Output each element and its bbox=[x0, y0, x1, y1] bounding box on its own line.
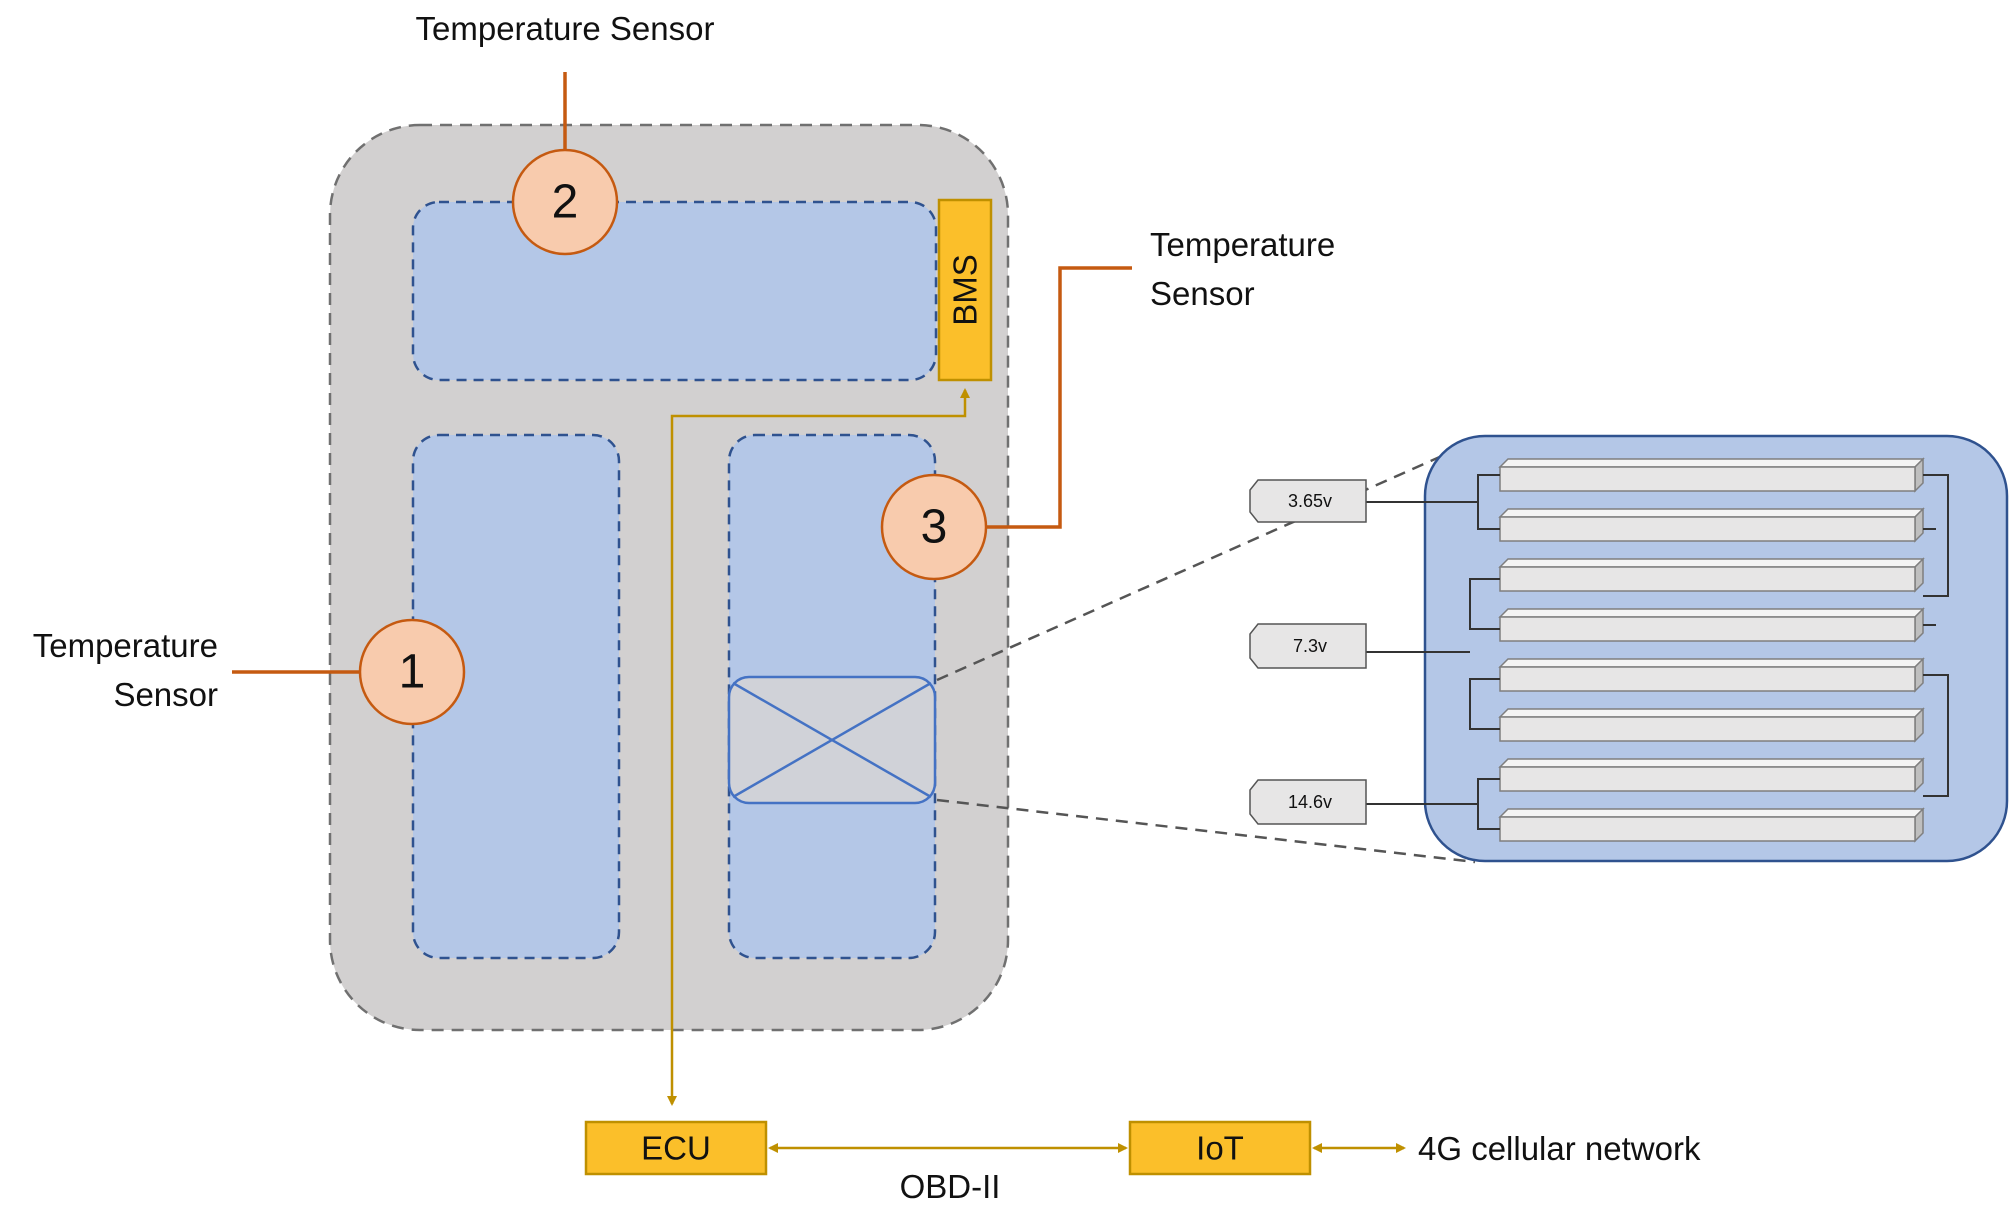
zoom-line-top bbox=[936, 446, 1461, 682]
voltage-label-3: 14.6v bbox=[1288, 792, 1332, 812]
bms-ecu-wire bbox=[667, 388, 970, 1106]
sensor-3-lead bbox=[985, 266, 1132, 529]
sensor-1-label-line1: Temperature bbox=[33, 627, 218, 664]
cell bbox=[1498, 657, 1925, 693]
cell bbox=[1498, 457, 1925, 493]
ecu-box bbox=[584, 1120, 768, 1176]
cell-stack bbox=[1498, 457, 1925, 843]
bms-box bbox=[937, 198, 993, 382]
sensor-3-number: 3 bbox=[921, 501, 948, 554]
cell bbox=[1498, 507, 1925, 543]
sensor-1-number: 1 bbox=[399, 646, 426, 699]
network-label: 4G cellular network bbox=[1418, 1130, 1701, 1167]
cell bbox=[1498, 707, 1925, 743]
obd-label: OBD-II bbox=[900, 1168, 1001, 1205]
module-top bbox=[411, 200, 938, 382]
zoomed-cell-group bbox=[727, 675, 937, 805]
zoom-line-bottom bbox=[936, 798, 1476, 864]
voltage-tag-3: 14.6v bbox=[1249, 779, 1367, 825]
cell bbox=[1498, 757, 1925, 793]
voltage-tag-1: 3.65v bbox=[1249, 479, 1367, 523]
sensor-3: 3 bbox=[880, 473, 988, 581]
cell bbox=[1498, 557, 1925, 593]
sensor-2-number: 2 bbox=[552, 176, 579, 229]
sensor-1-label-line2: Sensor bbox=[113, 676, 218, 713]
module-left bbox=[411, 433, 621, 960]
bms-label: BMS bbox=[947, 254, 984, 326]
cell-interconnects bbox=[1366, 474, 1949, 830]
sensor-3-label-line2: Sensor bbox=[1150, 275, 1255, 312]
iot-box bbox=[1128, 1120, 1312, 1176]
module-detail bbox=[1423, 434, 2009, 863]
cell bbox=[1498, 607, 1925, 643]
sensor-3-label-line1: Temperature bbox=[1150, 226, 1335, 263]
voltage-label-2: 7.3v bbox=[1293, 636, 1327, 656]
voltage-tag-2: 7.3v bbox=[1249, 623, 1367, 669]
sensor-1: 1 bbox=[358, 618, 466, 726]
cell bbox=[1498, 807, 1925, 843]
sensor-2: 2 bbox=[511, 148, 619, 256]
ecu-label: ECU bbox=[641, 1130, 711, 1167]
voltage-label-1: 3.65v bbox=[1288, 491, 1332, 511]
iot-label: IoT bbox=[1196, 1130, 1244, 1167]
sensor-2-label: Temperature Sensor bbox=[416, 10, 715, 47]
